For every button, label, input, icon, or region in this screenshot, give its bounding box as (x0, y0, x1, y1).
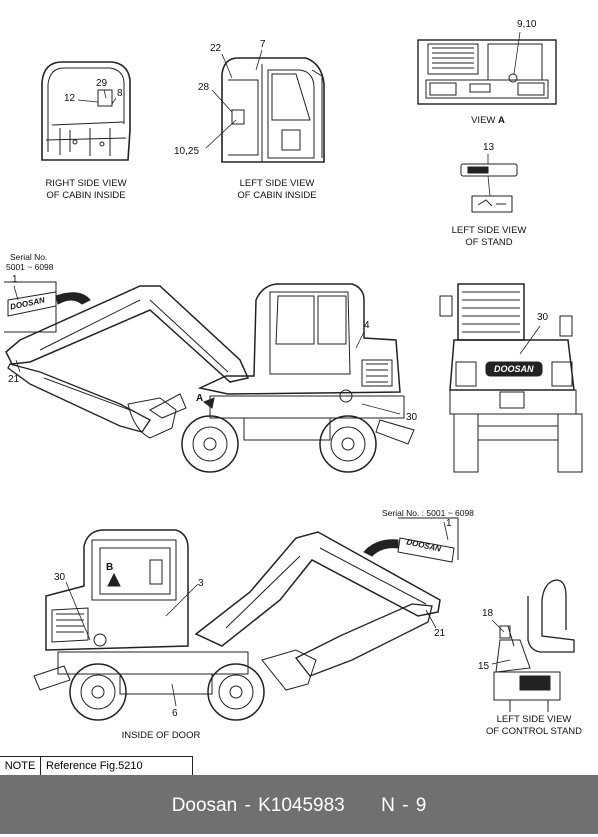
control-stand-drawing (493, 579, 575, 712)
callout-21-right: 21 (434, 628, 446, 639)
right-cabin-drawing (41, 61, 131, 161)
callout-29: 29 (96, 78, 108, 89)
caption-left-cabin: LEFT SIDE VIEW OF CABIN INSIDE (237, 178, 317, 201)
view-label-a: A (196, 393, 204, 404)
callout-15: 15 (478, 661, 490, 672)
callout-3: 3 (198, 578, 204, 589)
caption-inside-door: INSIDE OF DOOR (121, 730, 201, 741)
leader-lines (13, 31, 541, 707)
callout-7: 7 (260, 39, 266, 50)
caption-stand: LEFT SIDE VIEW OF STAND (451, 225, 527, 248)
caption-view-a: VIEW A (458, 115, 518, 127)
note-text: Reference Fig.5210 (46, 760, 143, 772)
callout-1-right: 1 (446, 518, 452, 529)
decal-insert-right (363, 517, 459, 563)
excavator-left-drawing (5, 283, 415, 473)
excavator-rear-drawing (439, 283, 583, 473)
callout-28: 28 (198, 82, 210, 93)
caption-view-a-letter: A (498, 115, 505, 126)
callout-30-rear: 30 (537, 312, 549, 323)
caption-view-a-prefix: VIEW (471, 115, 499, 126)
caption-control-stand: LEFT SIDE VIEW OF CONTROL STAND (485, 714, 583, 737)
callout-12: 12 (64, 93, 76, 104)
callout-8: 8 (117, 88, 123, 99)
callout-30-left: 30 (406, 412, 418, 423)
decal-insert-top (4, 281, 91, 333)
decal-doosan-rear: DOOSAN (494, 364, 534, 374)
callout-30-right: 30 (54, 572, 66, 583)
view-a-drawing (417, 39, 557, 105)
view-label-b: B (106, 562, 114, 573)
callout-9-10: 9,10 (517, 19, 537, 30)
caption-right-cabin: RIGHT SIDE VIEW OF CABIN INSIDE (45, 178, 127, 201)
callout-1-top: 1 (12, 274, 18, 285)
callout-6: 6 (172, 708, 178, 719)
serial-label-top: Serial No. (10, 252, 48, 262)
serial-text-right: Serial No. : 5001 ~ 6098 (382, 508, 474, 518)
callout-13: 13 (483, 142, 495, 153)
parts-illustration (4, 31, 583, 721)
footer-bar: Doosan - K1045983 N - 9 (0, 775, 598, 834)
callout-4: 4 (364, 320, 370, 331)
stand-drawing (460, 163, 518, 213)
callout-22: 22 (210, 43, 222, 54)
excavator-right-drawing (33, 529, 441, 721)
callout-21-top: 21 (8, 374, 20, 385)
view-arrow-a (202, 397, 215, 409)
note-box: NOTE Reference Fig.5210 (0, 756, 193, 775)
footer-text: Doosan - K1045983 N - 9 (171, 795, 427, 816)
view-arrow-b (107, 572, 121, 587)
callout-18: 18 (482, 608, 494, 619)
left-cabin-drawing (221, 57, 325, 163)
serial-range-top: 5001 ~ 6098 (6, 262, 54, 272)
callout-10-25: 10,25 (174, 146, 200, 157)
note-label: NOTE (0, 757, 41, 775)
